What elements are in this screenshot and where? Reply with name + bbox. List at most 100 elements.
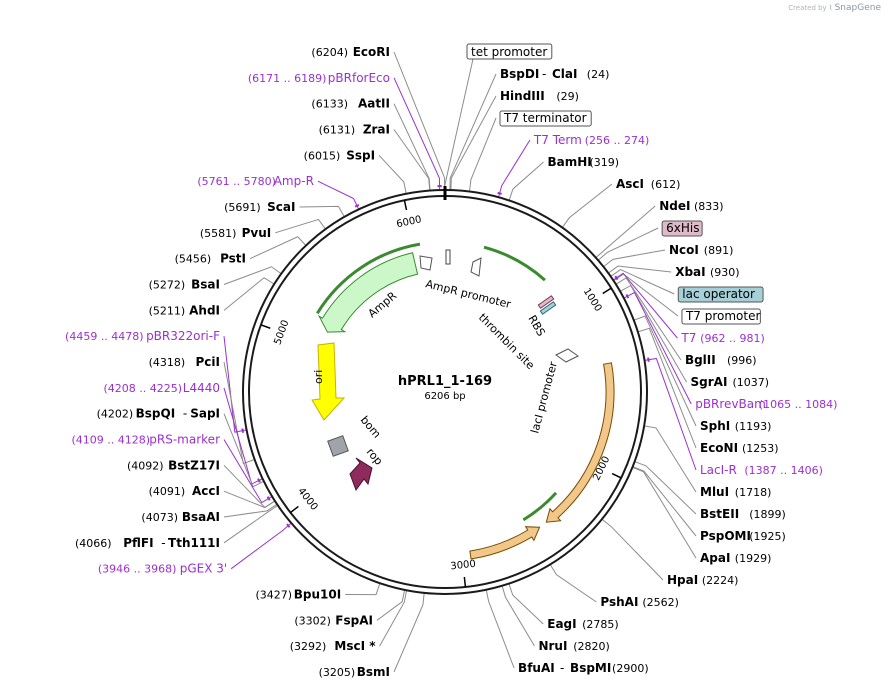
feature-site-label[interactable]: T7 terminator	[499, 110, 592, 127]
laci-promoter-glyph	[470, 257, 482, 277]
label-leader-line	[608, 265, 672, 274]
ampr-promoter-label: AmpR promoter	[424, 277, 512, 311]
enzyme-site-label[interactable]: SphI(1193)	[700, 419, 771, 433]
enzyme-site-label[interactable]: MscI *(3292)	[290, 639, 376, 653]
enzyme-site-label[interactable]: BstEII(1899)	[700, 507, 786, 521]
feature-box	[466, 43, 553, 60]
feature-name: lac operator	[682, 287, 755, 301]
enzyme-site-label[interactable]: SspI(6015)	[304, 148, 375, 162]
primer-site-label[interactable]: LacI-R(1387 .. 1406)	[700, 463, 823, 477]
primer-site-label[interactable]: Amp-R(5761 .. 5780)	[197, 174, 314, 188]
enzyme-site-label[interactable]: EcoNI(1253)	[700, 441, 779, 455]
site-name: T7	[680, 331, 696, 345]
enzyme-site-label[interactable]: MluI(1718)	[700, 485, 771, 499]
label-leader-line	[637, 327, 697, 449]
enzyme-site-label[interactable]: PciI(4318)	[149, 355, 220, 369]
enzyme-site-label[interactable]: PspOMI(1925)	[700, 529, 786, 543]
tick-mark	[403, 200, 408, 211]
feature-site-label[interactable]: 6xHis	[661, 220, 703, 237]
enzyme-site-label[interactable]: BglII(996)	[685, 353, 757, 367]
primer-site-label[interactable]: pRS-marker(4109 .. 4128)	[71, 433, 220, 447]
site-name: BglII	[685, 353, 716, 367]
primer-site-label[interactable]: pGEX 3'(3946 .. 3968)	[98, 562, 227, 576]
laci-feature-tail	[469, 526, 541, 560]
site-position: (4066)	[75, 537, 112, 550]
site-name: ApaI	[700, 551, 730, 565]
enzyme-site-label[interactable]: PvuI(5581)	[200, 226, 271, 240]
enzyme-site-label[interactable]: XbaI(930)	[675, 265, 739, 279]
enzyme-site-label[interactable]: AscI(612)	[616, 177, 680, 191]
bom-feature	[327, 435, 349, 457]
label-leader-line	[633, 315, 697, 427]
feature-name: 6xHis	[666, 221, 699, 235]
site-name: PflFI	[123, 536, 153, 550]
enzyme-site-label[interactable]: NcoI(891)	[669, 243, 733, 257]
label-leader-line	[485, 589, 515, 669]
site-name: EcoNI	[700, 441, 738, 455]
feature-site-label[interactable]: lac operator	[677, 286, 764, 303]
label-leader-line	[393, 129, 431, 191]
site-position: (833)	[694, 200, 724, 213]
site-name: SphI	[700, 419, 730, 433]
label-leader-line	[644, 425, 697, 493]
enzyme-site-label[interactable]: NruI(2820)	[538, 639, 609, 653]
enzyme-site-label[interactable]: FspAI(3302)	[294, 613, 373, 627]
enzyme-site-label[interactable]: PshAI(2562)	[600, 595, 679, 609]
enzyme-site-label[interactable]: Bpu10I(3427)	[255, 588, 341, 602]
primer-site-label[interactable]: T7(962 .. 981)	[680, 331, 764, 345]
enzyme-site-label[interactable]: NdeI(833)	[659, 199, 723, 213]
site-name: Bpu10I	[294, 588, 341, 602]
site-name: AscI	[616, 177, 644, 191]
enzyme-site-label[interactable]: AccI(4091)	[149, 484, 220, 498]
enzyme-site-label[interactable]: ScaI(5691)	[224, 200, 295, 214]
enzyme-site-label[interactable]: AhdI(5211)	[149, 303, 220, 317]
enzyme-site-label[interactable]: SapI-BspQI(4202)	[97, 407, 220, 421]
enzyme-site-label[interactable]: HpaI(2224)	[667, 573, 738, 587]
site-name: PciI	[196, 355, 221, 369]
site-position: (3205)	[319, 666, 356, 679]
enzyme-site-label[interactable]: BamHI(319)	[548, 155, 620, 169]
laci-feature-outer	[545, 362, 615, 523]
enzyme-site-label[interactable]: AatII(6133)	[311, 97, 390, 111]
primer-site-label[interactable]: L4440(4208 .. 4225)	[103, 381, 220, 395]
label-leader-line	[634, 461, 697, 515]
site-name: HindIII	[500, 89, 545, 103]
site-position: (29)	[556, 90, 579, 103]
enzyme-site-label[interactable]: BsmI(3205)	[319, 665, 390, 679]
enzyme-site-label[interactable]: BstZ17I(4092)	[127, 458, 220, 472]
primer-site-label[interactable]: pBR322ori-F(4459 .. 4478)	[65, 329, 220, 343]
primer-site-label[interactable]: T7 Term(256 .. 274)	[533, 133, 649, 147]
enzyme-site-label[interactable]: BsaAI(4073)	[141, 510, 220, 524]
label-leader-line	[299, 205, 345, 218]
label-leader-line	[379, 590, 408, 647]
enzyme-site-label[interactable]: HindIII (29)	[500, 89, 579, 103]
label-leader-line	[632, 466, 697, 559]
enzyme-site-label[interactable]: Tth111I-PflFI(4066)	[75, 536, 220, 550]
label-leader-line	[393, 77, 441, 191]
enzyme-site-label[interactable]: PstI(5456)	[175, 252, 246, 266]
primer-site-label[interactable]: pBRforEco(6171 .. 6189)	[248, 71, 390, 85]
site-name: BfuAI	[518, 661, 555, 675]
enzyme-site-label[interactable]: ZraI(6131)	[319, 123, 390, 137]
label-leader-line	[601, 518, 664, 581]
label-leader-line	[644, 357, 697, 471]
label-leader-line	[450, 95, 497, 191]
thrombin-cds-arc	[483, 245, 546, 282]
enzyme-site-label[interactable]: EcoRI(6204)	[311, 45, 390, 59]
enzyme-site-label[interactable]: EagI(2785)	[547, 617, 618, 631]
enzyme-site-label[interactable]: BspDI-ClaI(24)	[500, 67, 609, 81]
label-leader-line	[393, 592, 425, 673]
enzyme-site-label[interactable]: ApaI(1929)	[700, 551, 771, 565]
primer-site-label[interactable]: pBRrevBam(1065 .. 1084)	[695, 397, 837, 411]
tick-mark	[602, 287, 612, 295]
label-leader-line	[223, 277, 275, 311]
enzyme-site-label[interactable]: BfuAI-BspMI(2900)	[518, 661, 649, 675]
site-name: MluI	[700, 485, 729, 499]
feature-site-label[interactable]: tet promoter	[466, 43, 553, 60]
site-name: ZraI	[363, 123, 390, 137]
tick-label: 5000	[272, 319, 291, 347]
enzyme-site-label[interactable]: SgrAI(1037)	[691, 375, 770, 389]
enzyme-site-label[interactable]: BsaI(5272)	[149, 278, 220, 292]
feature-site-label[interactable]: T7 promoter	[681, 308, 761, 325]
